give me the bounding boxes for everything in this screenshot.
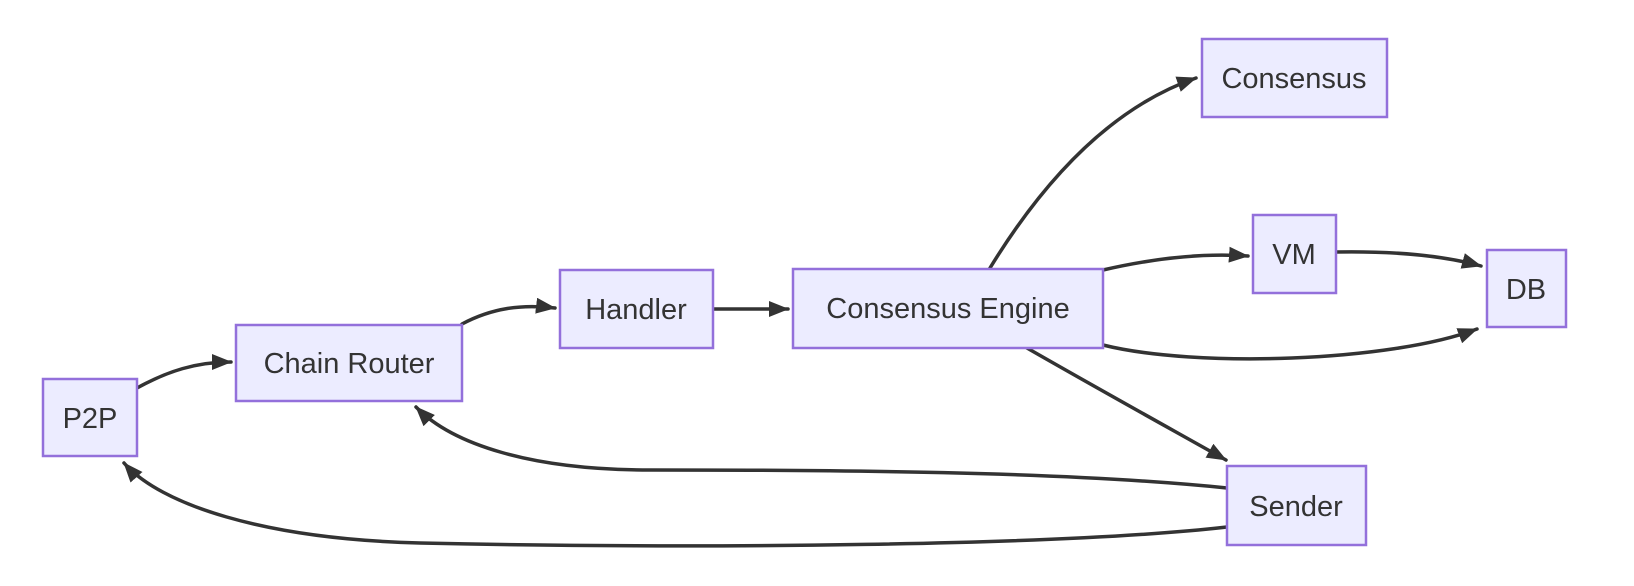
- node-db-label: DB: [1506, 274, 1546, 306]
- node-db: DB: [1485, 248, 1568, 329]
- node-handler: Handler: [558, 268, 715, 350]
- edge-sender-to-p2p: [122, 461, 1229, 548]
- node-vm: VM: [1251, 213, 1338, 295]
- edge-chain-router-to-handler: [460, 297, 557, 326]
- node-chain-router-label: Chain Router: [264, 348, 435, 380]
- node-p2p-box: [41, 377, 139, 458]
- node-consensus-label: Consensus: [1221, 63, 1366, 95]
- edge-consensus-engine-to-vm: [1101, 246, 1250, 272]
- node-consensus-engine-label: Consensus Engine: [826, 293, 1069, 325]
- edge-layer: [122, 76, 1483, 548]
- node-chain-router-box: [234, 323, 464, 403]
- node-db-box: [1485, 248, 1568, 329]
- edge-consensus-engine-to-consensus: [988, 76, 1198, 270]
- node-vm-box: [1251, 213, 1338, 295]
- edge-consensus-engine-to-db: [1101, 327, 1479, 361]
- node-p2p: P2P: [41, 377, 139, 458]
- node-handler-box: [558, 268, 715, 350]
- node-sender: Sender: [1225, 464, 1368, 547]
- node-consensus-engine: Consensus Engine: [791, 267, 1105, 350]
- node-sender-box: [1225, 464, 1368, 547]
- node-chain-router: Chain Router: [234, 323, 464, 403]
- node-p2p-label: P2P: [63, 403, 118, 435]
- edge-vm-to-db: [1334, 250, 1483, 269]
- node-vm-label: VM: [1272, 239, 1316, 271]
- node-sender-label: Sender: [1249, 491, 1343, 523]
- node-handler-label: Handler: [585, 294, 687, 326]
- node-consensus-engine-box: [791, 267, 1105, 350]
- edge-sender-to-chain-router: [414, 405, 1229, 490]
- edge-p2p-to-chain-router: [135, 354, 233, 390]
- node-consensus: Consensus: [1200, 37, 1389, 119]
- edge-consensus-engine-to-sender: [1025, 346, 1228, 462]
- node-layer: P2P Chain Router Handler Consensus Engin…: [41, 37, 1568, 547]
- node-consensus-box: [1200, 37, 1389, 119]
